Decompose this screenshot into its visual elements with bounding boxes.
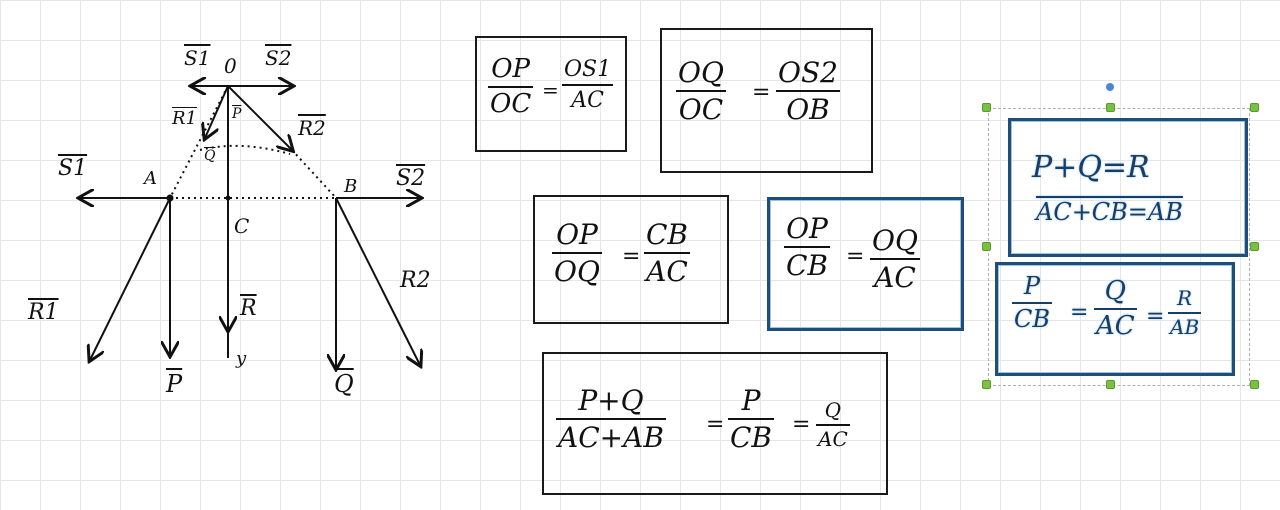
box2-num1: OQ bbox=[678, 56, 724, 89]
box5-den1: AC+AB bbox=[558, 421, 664, 455]
box5-equals-2: = bbox=[792, 412, 811, 437]
label-c: C bbox=[234, 214, 250, 238]
box1-right-fraction: OS1 AC bbox=[562, 57, 614, 114]
box1-den2: AC bbox=[571, 88, 604, 114]
equation-box-6[interactable] bbox=[1008, 118, 1248, 257]
label-r2-top: R2 bbox=[298, 116, 326, 140]
box2-right-fraction: OS2 OB bbox=[776, 58, 840, 125]
equation-box-4[interactable] bbox=[767, 197, 964, 331]
box2-den2: OB bbox=[786, 93, 830, 127]
box3-right-fraction: CB AC bbox=[644, 220, 690, 287]
label-r2-low: R2 bbox=[400, 268, 431, 293]
box1-num2: OS1 bbox=[564, 57, 612, 82]
box4-num1: OP bbox=[786, 212, 828, 245]
resize-handle-top-right[interactable] bbox=[1250, 103, 1259, 112]
box7-right-fraction: R AB bbox=[1168, 286, 1202, 339]
box5-left-fraction: P+Q AC+AB bbox=[556, 386, 666, 453]
box7-den3: AB bbox=[1170, 315, 1200, 339]
r2-arrow bbox=[335, 197, 420, 365]
resize-handle-bottom-center[interactable] bbox=[1106, 380, 1115, 389]
box7-mid-fraction: Q AC bbox=[1094, 276, 1137, 342]
box3-num2: CB bbox=[646, 218, 688, 251]
box1-left-fraction: OP OC bbox=[488, 54, 534, 120]
box5-den3: AC bbox=[818, 427, 848, 451]
label-q-low: Q bbox=[334, 370, 354, 398]
box2-den1: OC bbox=[678, 93, 724, 127]
resize-handle-top-left[interactable] bbox=[982, 103, 991, 112]
label-p-small: P bbox=[232, 106, 242, 122]
box5-mid-fraction: P CB bbox=[728, 386, 774, 453]
box4-right-fraction: OQ AC bbox=[870, 226, 920, 293]
box5-equals-1: = bbox=[706, 412, 725, 437]
equation-box-7[interactable] bbox=[995, 262, 1235, 376]
resize-handle-top-center[interactable] bbox=[1106, 103, 1115, 112]
rotate-handle[interactable] bbox=[1106, 83, 1114, 91]
r1-arrow bbox=[90, 197, 171, 360]
dotted-arc bbox=[199, 144, 291, 155]
label-b: B bbox=[344, 176, 358, 197]
label-p-low: P bbox=[166, 370, 183, 398]
label-r1-top: R1 bbox=[172, 108, 198, 129]
box2-left-fraction: OQ OC bbox=[676, 58, 726, 125]
resize-handle-middle-right[interactable] bbox=[1250, 242, 1259, 251]
label-s2-right: S2 bbox=[396, 166, 426, 191]
box3-num1: OP bbox=[556, 218, 598, 251]
line-o-b bbox=[227, 85, 292, 150]
force-diagram bbox=[0, 30, 460, 450]
box4-den2: AC bbox=[874, 261, 916, 295]
box1-equals: = bbox=[542, 78, 559, 102]
label-r-down: R bbox=[240, 296, 257, 321]
label-s1-top: S1 bbox=[184, 46, 211, 70]
box5-num2: P bbox=[741, 384, 761, 417]
box7-den1: CB bbox=[1014, 305, 1050, 334]
label-o: 0 bbox=[224, 54, 237, 78]
point-c bbox=[225, 195, 231, 201]
box7-left-fraction: P CB bbox=[1012, 272, 1052, 334]
box5-num1: P+Q bbox=[578, 384, 644, 417]
equation-box-2[interactable] bbox=[660, 28, 873, 173]
point-a bbox=[166, 194, 174, 202]
box7-num1: P bbox=[1023, 272, 1041, 300]
box4-left-fraction: OP CB bbox=[784, 214, 830, 281]
label-s1-left: S1 bbox=[58, 156, 88, 181]
label-y: y bbox=[236, 348, 247, 369]
box3-equals: = bbox=[622, 244, 641, 269]
box1-num1: OP bbox=[491, 54, 531, 84]
box7-num3: R bbox=[1177, 286, 1193, 310]
box3-den2: AC bbox=[646, 255, 688, 289]
box7-equals-1: = bbox=[1070, 300, 1089, 325]
box4-den1: CB bbox=[786, 249, 828, 283]
equation-box-5[interactable] bbox=[542, 352, 888, 495]
box4-equals: = bbox=[846, 244, 865, 269]
equation-box-1[interactable] bbox=[475, 36, 627, 152]
box2-num2: OS2 bbox=[778, 56, 838, 89]
box1-den1: OC bbox=[490, 89, 532, 120]
resize-handle-bottom-right[interactable] bbox=[1250, 380, 1259, 389]
resize-handle-middle-left[interactable] bbox=[982, 242, 991, 251]
label-a: A bbox=[144, 168, 157, 189]
box4-num2: OQ bbox=[872, 224, 918, 257]
box3-den1: OQ bbox=[554, 255, 600, 289]
box5-den2: CB bbox=[730, 421, 772, 455]
box5-num3: Q bbox=[824, 398, 842, 422]
box7-equals-2: = bbox=[1146, 304, 1165, 329]
box3-left-fraction: OP OQ bbox=[552, 220, 602, 287]
dotted-oa bbox=[169, 85, 229, 199]
box7-num2: Q bbox=[1104, 276, 1126, 306]
box7-den2: AC bbox=[1096, 311, 1135, 342]
label-s2-top: S2 bbox=[265, 46, 292, 70]
box5-right-fraction: Q AC bbox=[816, 400, 850, 450]
box2-equals: = bbox=[752, 80, 771, 105]
dotted-ob bbox=[291, 149, 337, 199]
line-o-r1 bbox=[205, 85, 229, 138]
box6-line2: AC+CB=AB bbox=[1036, 198, 1183, 226]
resize-handle-bottom-left[interactable] bbox=[982, 380, 991, 389]
label-q-small: Q bbox=[204, 148, 216, 164]
box6-line1: P+Q=R bbox=[1032, 150, 1150, 185]
label-r1-low: R1 bbox=[28, 300, 59, 325]
equation-box-3[interactable] bbox=[533, 195, 729, 324]
